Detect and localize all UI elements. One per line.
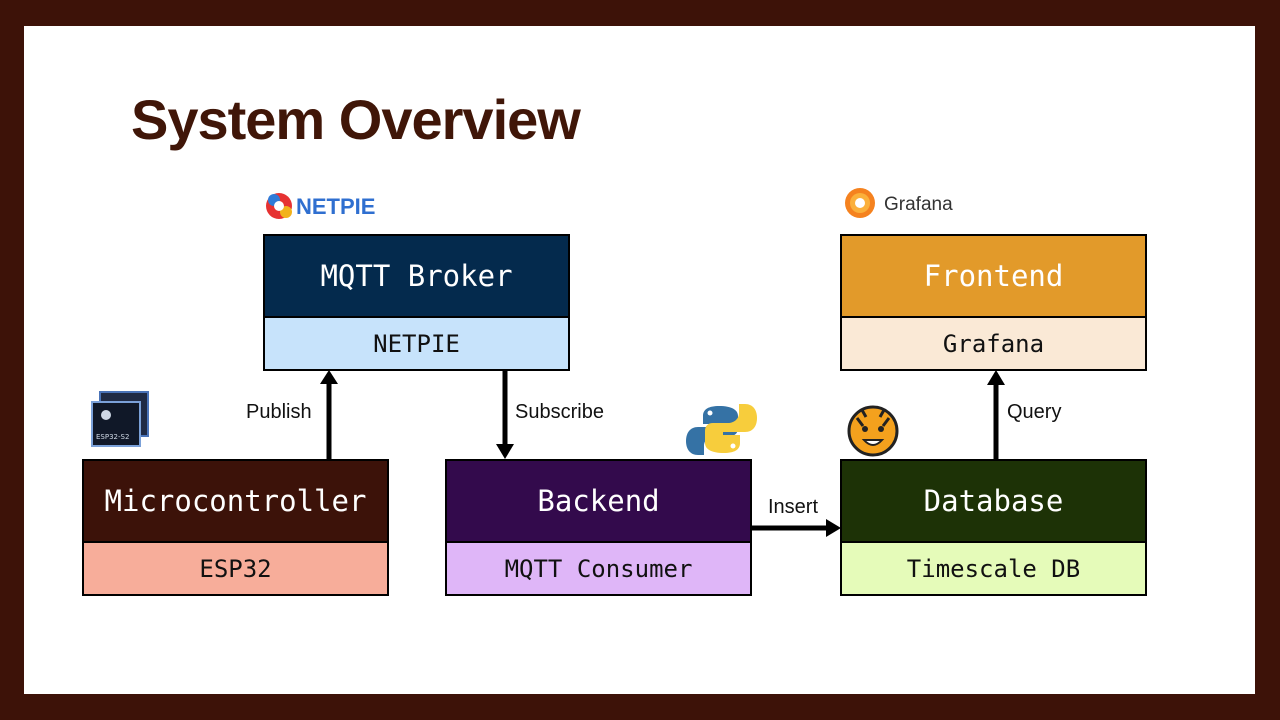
query-arrowhead (987, 370, 1005, 385)
backend-node: Backend MQTT Consumer (445, 459, 752, 596)
timescale-tiger-icon (847, 405, 899, 457)
broker-subtitle: NETPIE (265, 318, 568, 369)
frontend-node: Frontend Grafana (840, 234, 1147, 371)
subscribe-label: Subscribe (515, 401, 604, 423)
microcontroller-title: Microcontroller (84, 461, 387, 543)
frontend-title: Frontend (842, 236, 1145, 318)
esp-chip-label: ESP32-S2 (96, 433, 129, 441)
connectors-layer: NETPIE Grafana ESP32-S2 (91, 188, 1005, 537)
backend-subtitle: MQTT Consumer (447, 543, 750, 594)
microcontroller-node: Microcontroller ESP32 (82, 459, 389, 596)
broker-title: MQTT Broker (265, 236, 568, 318)
netpie-logo-icon: NETPIE (266, 193, 375, 219)
insert-label: Insert (768, 496, 819, 518)
backend-title: Backend (447, 461, 750, 543)
broker-node: MQTT Broker NETPIE (263, 234, 570, 371)
grafana-logo-text: Grafana (884, 194, 953, 215)
query-label: Query (1007, 401, 1062, 423)
frontend-subtitle: Grafana (842, 318, 1145, 369)
esp32-chip-icon: ESP32-S2 (91, 391, 149, 447)
insert-arrowhead (826, 519, 841, 537)
grafana-logo-icon: Grafana (845, 188, 953, 218)
publish-label: Publish (246, 401, 312, 423)
microcontroller-subtitle: ESP32 (84, 543, 387, 594)
netpie-logo-text: NETPIE (296, 194, 375, 219)
python-icon (686, 404, 757, 455)
database-title: Database (842, 461, 1145, 543)
database-node: Database Timescale DB (840, 459, 1147, 596)
slide: System Overview NETPIE (24, 26, 1255, 694)
database-subtitle: Timescale DB (842, 543, 1145, 594)
publish-arrowhead (320, 370, 338, 384)
page-title: System Overview (131, 88, 581, 151)
subscribe-arrowhead (496, 444, 514, 459)
